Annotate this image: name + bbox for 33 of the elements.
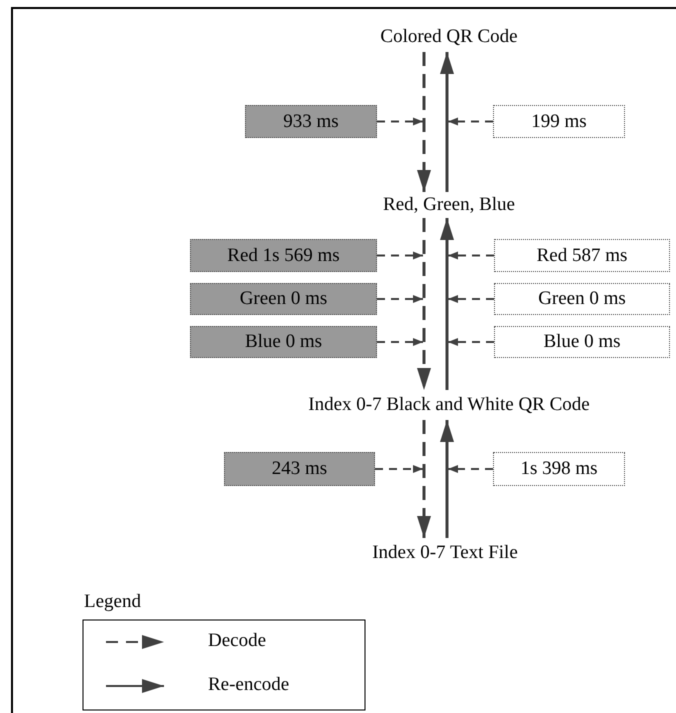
arrow bbox=[377, 295, 423, 303]
timing-box: Blue 0 ms bbox=[190, 326, 377, 358]
legend-text: Decode bbox=[208, 630, 266, 652]
legend-text: Re-encode bbox=[208, 674, 290, 696]
legend-title: Legend bbox=[84, 591, 141, 613]
arrow bbox=[440, 420, 454, 538]
timing-box: 933 ms bbox=[245, 105, 377, 138]
timing-box: Blue 0 ms bbox=[494, 326, 670, 358]
timing-box: Red 587 ms bbox=[494, 239, 670, 272]
arrow bbox=[417, 420, 431, 538]
arrow bbox=[440, 218, 454, 390]
stage-label: Red, Green, Blue bbox=[374, 194, 524, 216]
arrow bbox=[448, 118, 493, 126]
arrow bbox=[448, 295, 494, 303]
arrow bbox=[440, 52, 454, 192]
stage-label: Index 0-7 Black and White QR Code bbox=[262, 392, 636, 418]
stage-label: Colored QR Code bbox=[349, 24, 549, 50]
arrow bbox=[377, 252, 423, 260]
arrow bbox=[375, 465, 423, 473]
arrow bbox=[448, 465, 493, 473]
arrow bbox=[377, 118, 423, 126]
timing-box: Red 1s 569 ms bbox=[190, 239, 377, 272]
arrow bbox=[417, 52, 431, 192]
arrow bbox=[448, 252, 494, 260]
arrow bbox=[417, 218, 431, 390]
arrow bbox=[448, 338, 494, 346]
timing-box: 199 ms bbox=[493, 105, 625, 138]
timing-box: Green 0 ms bbox=[190, 283, 377, 315]
timing-box: 243 ms bbox=[224, 452, 375, 486]
timing-box: Green 0 ms bbox=[494, 283, 670, 315]
stage-label: Index 0-7 Text File bbox=[340, 540, 550, 566]
timing-box: 1s 398 ms bbox=[493, 452, 625, 486]
arrow bbox=[377, 338, 423, 346]
